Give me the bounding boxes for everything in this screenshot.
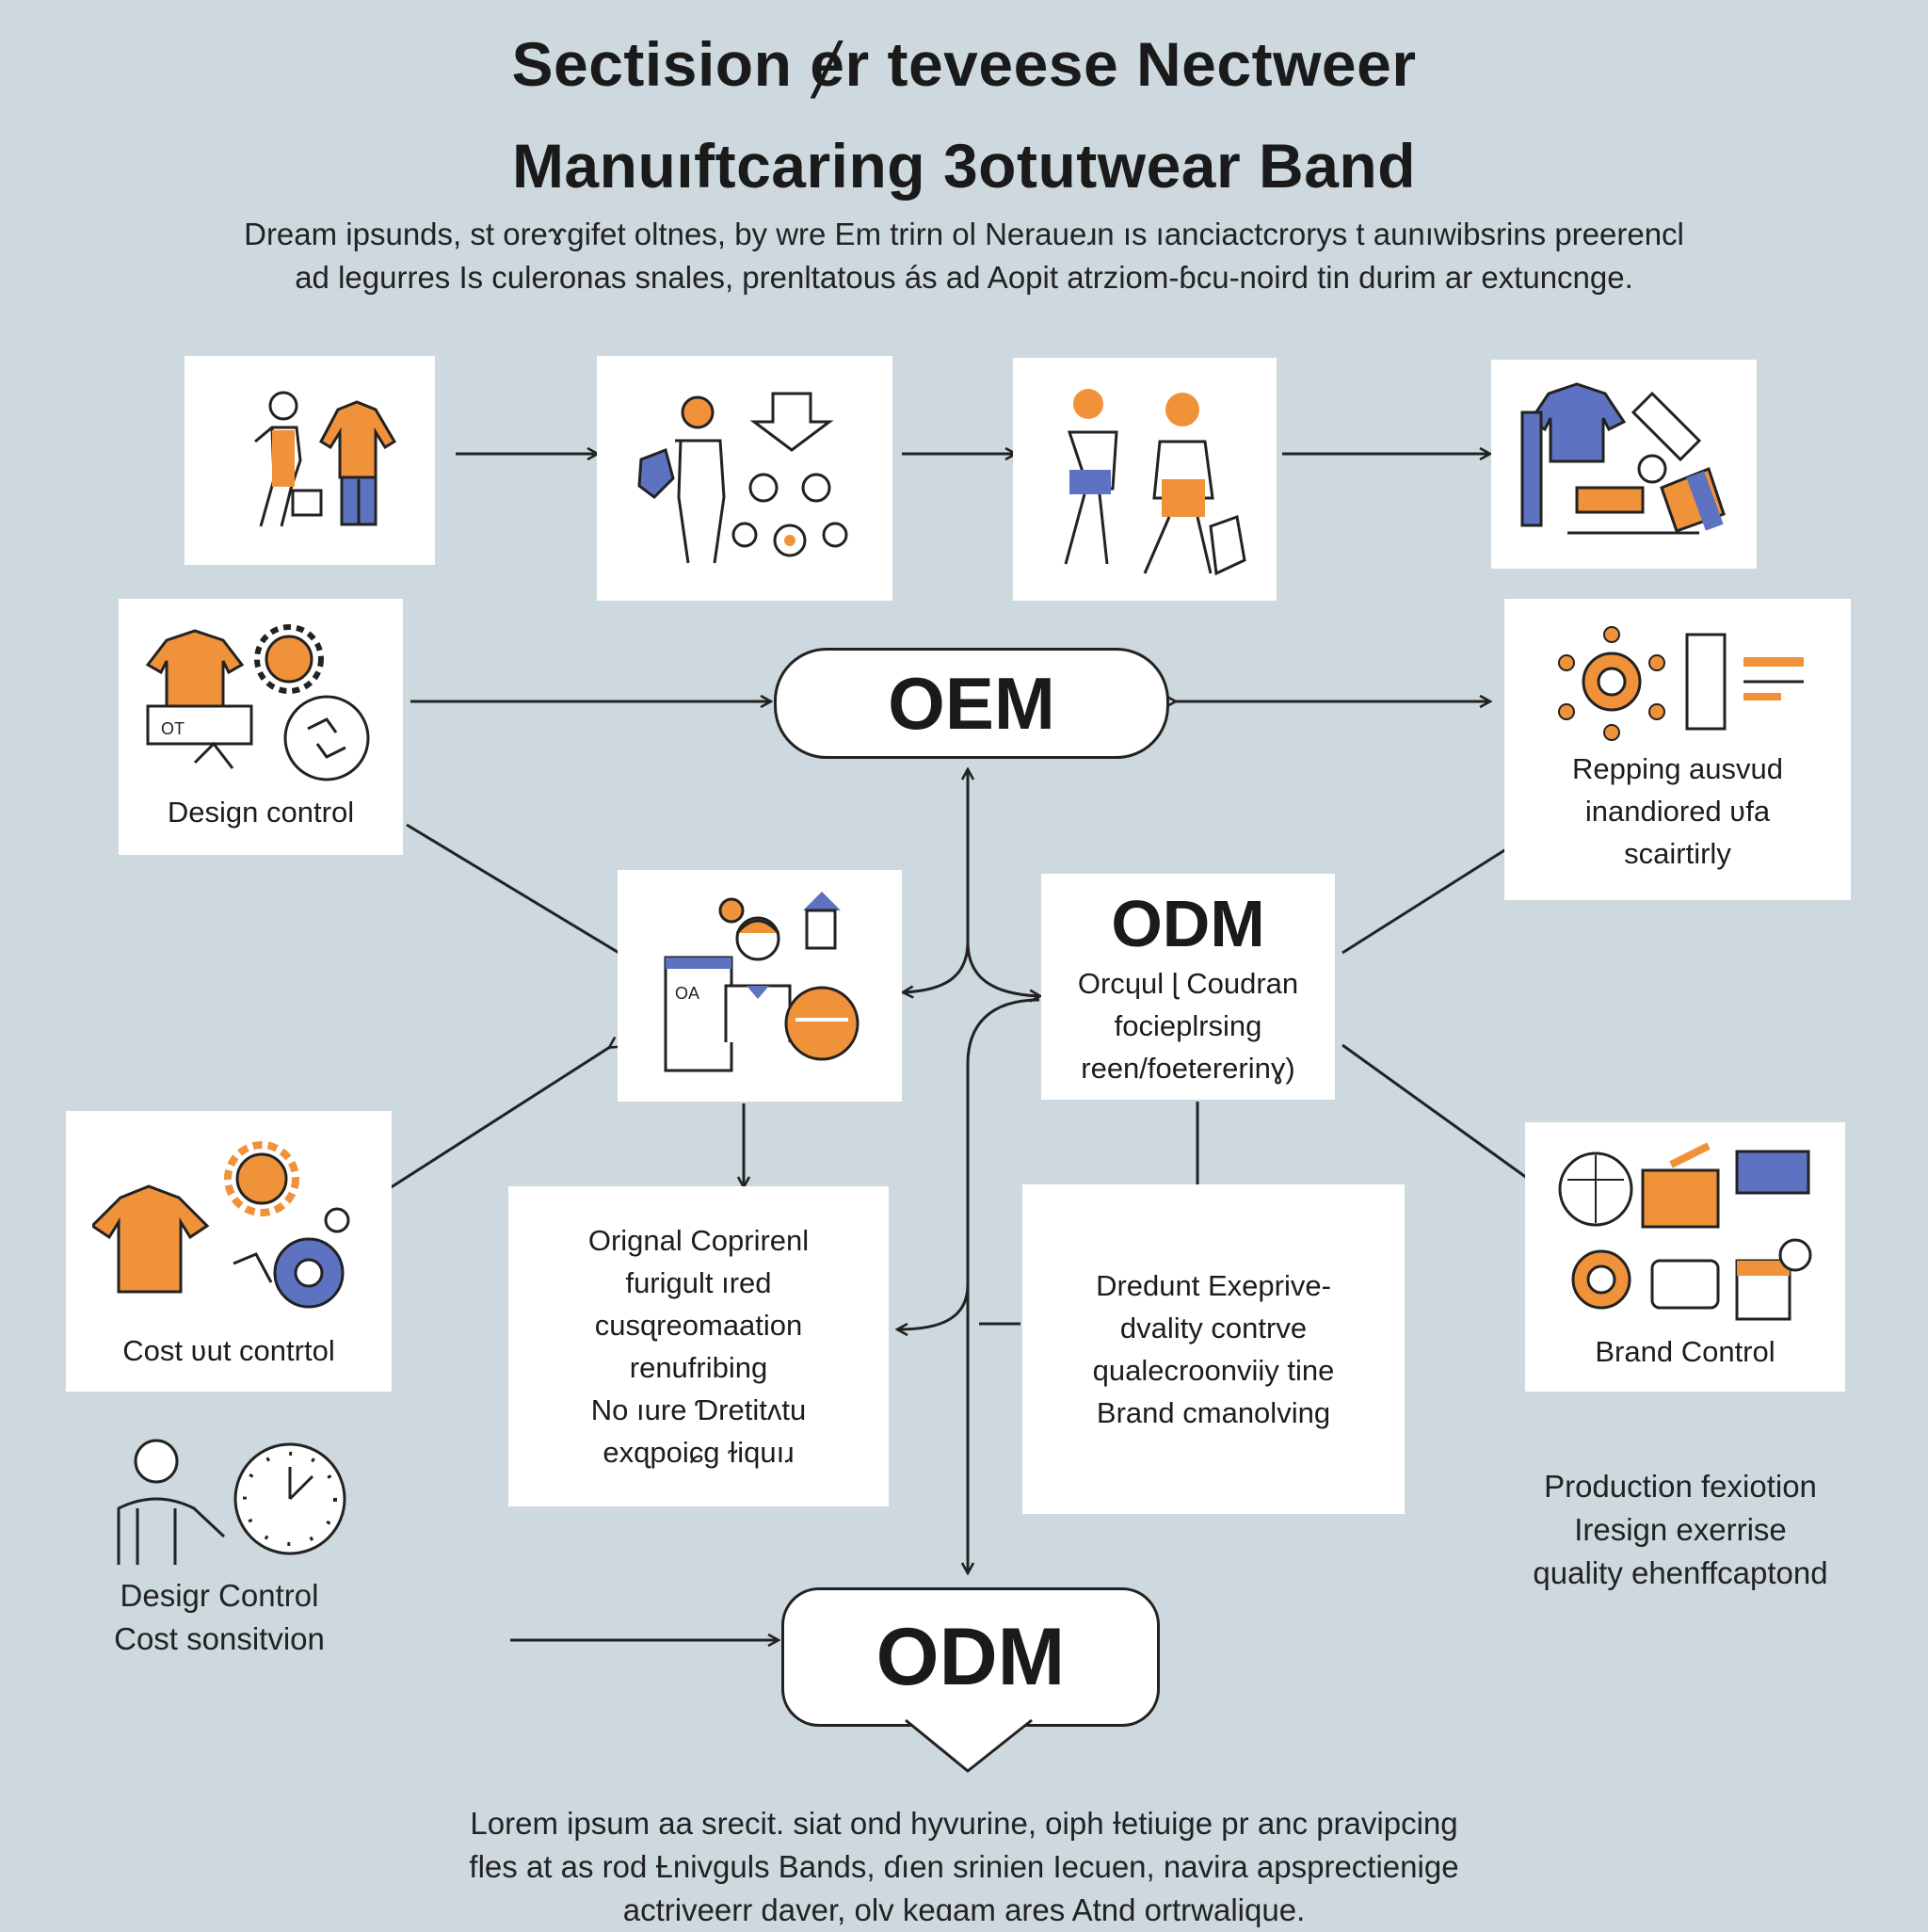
arrow-odm-to-repping — [1342, 836, 1527, 955]
center-worker-card: OA — [618, 870, 902, 1102]
brand-tools-icon — [1558, 1141, 1812, 1320]
cost-control-card: Cost ʋut contrtol — [66, 1111, 392, 1392]
page-title: Sectision ɇr teveese Nectweer Manuıftcar… — [0, 13, 1928, 217]
design-control-card: OT Design control — [119, 599, 403, 855]
intro-line-1: Dream ipsunds, st oreɤgifet oltnes, by w… — [244, 217, 1684, 251]
svg-text:OT: OT — [161, 719, 185, 738]
repping-card: Repping ausvud inandiored ʋfa scairtirly — [1504, 599, 1851, 900]
top-card-2 — [597, 356, 892, 601]
intro-line-2: ad legurres Is culeronas snales, prenlta… — [295, 260, 1633, 295]
arrow-spine-lower — [968, 998, 1040, 1572]
odm-mid-label: Orcɥul ɭ Coudran focieplrsing reen/foete… — [1077, 966, 1299, 1085]
footer-line-3: actriveerr daver, olv keɑam ares Atnd or… — [622, 1892, 1306, 1927]
brand-control-card: Brand Control — [1525, 1122, 1845, 1392]
oem-pill: OEM — [774, 648, 1169, 759]
brand-control-label: Brand Control — [1595, 1334, 1775, 1368]
dredunt-card: Dredunt Exeprive- dvality contrve qualec… — [1022, 1184, 1405, 1514]
odm-mid-card: ODM Orcɥul ɭ Coudran focieplrsing reen/f… — [1041, 874, 1335, 1100]
person-with-clock-icon — [117, 1439, 346, 1565]
footer-paragraph: Lorem ipsum aa srecit. siat ond hyvurine… — [339, 1802, 1589, 1932]
left-caption: Desigr Control Cost sonsitvion — [114, 1578, 325, 1656]
original-card: Orignal Coprirenl furigult ıred cusɋreom… — [508, 1186, 889, 1506]
odm-mid-heading: ODM — [1111, 886, 1265, 960]
title-line-2: Manuıftcaring 3otutwear Band — [511, 131, 1417, 201]
dredunt-label: Dredunt Exeprive- dvality contrve qualec… — [1092, 1269, 1335, 1429]
designer-at-desk-icon: OA — [664, 892, 860, 1072]
top-card-3 — [1013, 358, 1277, 601]
shirt-cog-icon — [92, 1140, 350, 1308]
cost-control-label: Cost ʋut contrtol — [122, 1333, 335, 1367]
title-line-1: Sectision ɇr teveese Nectweer — [511, 29, 1417, 99]
top-card-4 — [1491, 360, 1757, 569]
footer-line-2: fles at as rod Ƚnivguls Bands, ɗıen srin… — [469, 1849, 1459, 1884]
worker-with-machinery-icon — [637, 392, 848, 564]
original-label: Orignal Coprirenl furigult ıred cusɋreom… — [587, 1224, 810, 1469]
odm-pointer — [905, 1718, 1033, 1773]
arrow-odm-to-brand — [1342, 1043, 1544, 1190]
garment-production-icon — [1520, 382, 1726, 535]
footer-line-1: Lorem ipsum aa srecit. siat ond hyvurine… — [470, 1806, 1458, 1841]
odm-bottom-pill: ODM — [781, 1587, 1160, 1727]
top-card-1 — [185, 356, 435, 565]
intro-paragraph: Dream ipsunds, st oreɤgifet oltnes, by w… — [104, 213, 1824, 299]
oem-label: OEM — [888, 661, 1055, 745]
shirt-gear-icon: OT — [145, 623, 370, 781]
svg-text:OA: OA — [675, 984, 699, 1003]
arrow-curve-to-original — [898, 1283, 970, 1329]
arrow-center-to-cost — [369, 1047, 610, 1201]
repping-label: Repping ausvud inandiored ʋfa scairtirly — [1571, 751, 1784, 870]
odm-bottom-label: ODM — [876, 1611, 1066, 1702]
people-with-clothing-icon — [254, 391, 397, 527]
arrow-curve-left — [904, 941, 970, 992]
right-caption: Production fexiotion Iresign exerrise qu… — [1533, 1469, 1828, 1590]
workers-assembling-icon — [1064, 389, 1246, 576]
design-control-label: Design control — [167, 795, 355, 829]
network-hub-icon — [1558, 625, 1804, 741]
arrow-curve-right — [966, 941, 1039, 996]
arrow-design-to-center — [406, 823, 635, 962]
